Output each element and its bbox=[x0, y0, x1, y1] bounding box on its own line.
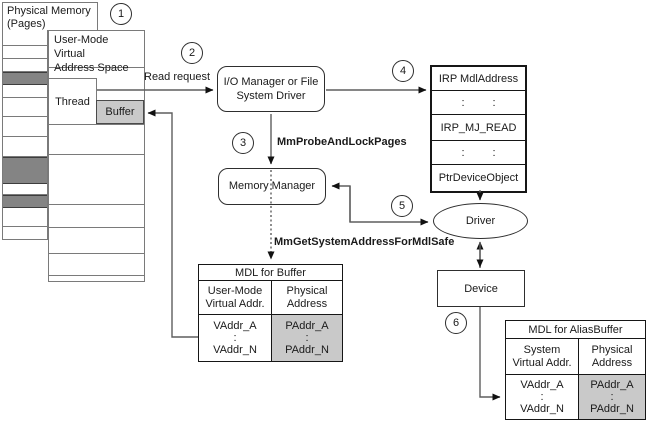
mdl-to-buffer-arrow bbox=[147, 109, 198, 338]
mdl-alias-title: MDL for AliasBuffer bbox=[506, 321, 645, 339]
mdl-buffer-virtual-entries: VAddr_A : VAddr_N bbox=[213, 319, 257, 357]
step-3-badge: 3 bbox=[232, 132, 254, 154]
mdl-buffer-title: MDL for Buffer bbox=[199, 265, 342, 281]
memory-page-shaded bbox=[3, 195, 47, 208]
mdl-alias-virtual-header: System Virtual Addr. bbox=[506, 339, 578, 375]
memory-page-shaded bbox=[3, 72, 47, 85]
probe-and-lock-label: MmProbeAndLockPages bbox=[277, 136, 407, 148]
mdl-for-aliasbuffer-table: MDL for AliasBuffer System Virtual Addr.… bbox=[505, 320, 646, 420]
thread-box: Thread bbox=[48, 78, 97, 125]
ellipsis: : bbox=[461, 146, 465, 159]
irp-structure-table: IRP MdlAddress : : IRP_MJ_READ : : PtrDe… bbox=[430, 65, 527, 193]
step-1-badge: 1 bbox=[110, 3, 132, 25]
ellipsis: : bbox=[461, 96, 465, 109]
address-space-divider bbox=[49, 227, 144, 228]
memory-page bbox=[3, 85, 47, 98]
physical-memory-label: Physical Memory (Pages) bbox=[2, 2, 98, 30]
physical-memory-column bbox=[2, 2, 48, 240]
mdl-buffer-physical-header: Physical Address bbox=[271, 281, 342, 315]
memory-manager-to-driver-arrow bbox=[349, 186, 429, 226]
irp-ellipsis-row: : : bbox=[432, 141, 525, 165]
memory-page bbox=[3, 227, 47, 240]
memory-page bbox=[3, 184, 47, 195]
device-to-mdl-alias-arrow bbox=[479, 307, 501, 401]
memory-page bbox=[3, 137, 47, 157]
device-box: Device bbox=[437, 270, 525, 307]
mdl-for-buffer-table: MDL for Buffer User-Mode Virtual Addr. P… bbox=[198, 264, 343, 362]
read-request-label: Read request bbox=[144, 71, 211, 83]
io-manager-box: I/O Manager or File System Driver bbox=[217, 66, 325, 112]
step-4-badge: 4 bbox=[392, 60, 414, 82]
mdl-buffer-physical-entries: PAddr_A : PAddr_N bbox=[271, 315, 342, 361]
user-mode-virtual-address-space: User-Mode Virtual Address Space bbox=[48, 30, 145, 282]
step-2-badge: 2 bbox=[181, 42, 203, 64]
memory-page bbox=[3, 29, 47, 46]
memory-page bbox=[3, 46, 47, 59]
step-5-badge: 5 bbox=[391, 195, 413, 217]
driver-to-memory-manager-arrow bbox=[331, 182, 351, 222]
buffer-box: Buffer bbox=[96, 100, 144, 124]
step-6-badge: 6 bbox=[445, 312, 467, 334]
physical-memory-pages bbox=[3, 29, 47, 240]
address-space-divider bbox=[49, 154, 144, 155]
memory-manager-box: Memory Manager bbox=[218, 168, 326, 205]
get-system-address-label: MmGetSystemAddressForMdlSafe bbox=[274, 236, 455, 248]
memory-page bbox=[3, 59, 47, 72]
address-space-divider bbox=[49, 275, 144, 276]
mdl-alias-physical-entries: PAddr_A : PAddr_N bbox=[578, 375, 645, 419]
irp-mdladdress-row: IRP MdlAddress bbox=[432, 67, 525, 91]
memory-page bbox=[3, 98, 47, 117]
memory-page bbox=[3, 208, 47, 227]
address-space-divider bbox=[49, 204, 144, 205]
irp-mj-read-row: IRP_MJ_READ bbox=[432, 115, 525, 141]
mdl-alias-virtual-entries: VAddr_A : VAddr_N bbox=[520, 378, 564, 416]
driver-ellipse: Driver bbox=[433, 203, 528, 239]
ellipsis: : bbox=[492, 96, 496, 109]
memory-page-shaded bbox=[3, 157, 47, 184]
irp-ellipsis-row: : : bbox=[432, 91, 525, 115]
address-space-divider bbox=[49, 253, 144, 254]
irp-ptrdeviceobject-row: PtrDeviceObject bbox=[438, 172, 519, 184]
mdl-buffer-virtual-header: User-Mode Virtual Addr. bbox=[199, 281, 271, 315]
memory-page bbox=[3, 117, 47, 137]
ellipsis: : bbox=[492, 146, 496, 159]
mdl-alias-physical-header: Physical Address bbox=[578, 339, 645, 375]
user-space-title: User-Mode Virtual Address Space bbox=[49, 31, 144, 74]
